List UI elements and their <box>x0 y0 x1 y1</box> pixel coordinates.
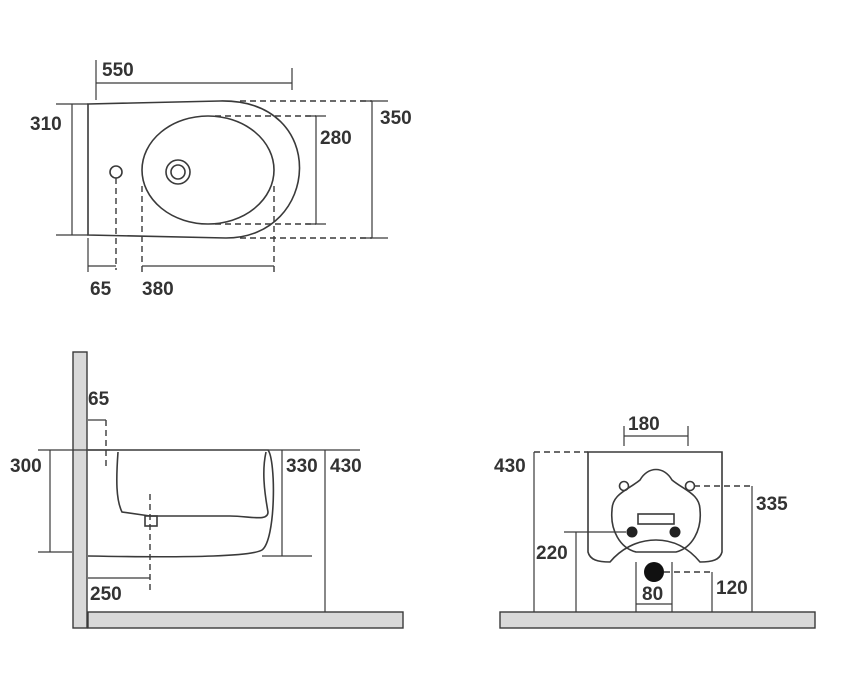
dim-rim-to-base-label: 300 <box>10 456 42 477</box>
bidet-side-outline <box>87 449 275 558</box>
dim-length-label: 550 <box>102 60 134 81</box>
dim-tap-offset-label: 65 <box>90 279 112 300</box>
dim-waste-offset-label: 250 <box>90 584 122 605</box>
fixing-slot <box>637 513 675 525</box>
bowl-outline <box>141 115 275 225</box>
dim-inlet-height-label: 220 <box>536 543 568 564</box>
dim-bowl-length-label: 380 <box>142 279 174 300</box>
waste-outlet-icon <box>644 562 664 582</box>
dim-fixing-height-label: 335 <box>756 494 788 515</box>
drain-icon <box>165 159 191 185</box>
dim-bowl-height-label: 330 <box>286 456 318 477</box>
bidet-rear-outline <box>587 451 723 563</box>
dim-waste-height-label: 120 <box>716 578 748 599</box>
floor-side <box>87 611 404 629</box>
inlet-right-icon <box>669 526 681 538</box>
dim-total-height-label: 430 <box>330 456 362 477</box>
wall <box>72 351 88 629</box>
dim-depth-left-label: 310 <box>30 114 62 135</box>
floor-rear <box>499 611 816 629</box>
dim-side-tap-label: 65 <box>88 389 110 410</box>
dim-bowl-width-label: 280 <box>320 128 352 149</box>
side-view: 65 300 330 430 250 <box>10 351 404 629</box>
dim-floor-to-rim-label: 430 <box>494 456 526 477</box>
fixing-hole-left-icon <box>618 480 630 492</box>
drain-side-icon <box>144 515 158 527</box>
bidet-top-outline <box>87 100 301 239</box>
rear-view: 180 430 335 220 120 80 <box>494 414 816 629</box>
dim-fixing-spacing-label: 180 <box>628 414 660 435</box>
dim-waste-width-label: 80 <box>642 584 663 605</box>
inlet-left-icon <box>626 526 638 538</box>
tap-hole-icon <box>109 165 123 179</box>
dim-depth-total-label: 350 <box>380 108 412 129</box>
top-view: 550 310 350 280 65 380 <box>30 60 412 300</box>
bowl-inner-side <box>116 451 269 519</box>
fixing-hole-right-icon <box>684 480 696 492</box>
drain-inner-icon <box>170 164 186 180</box>
fixing-plate <box>611 468 701 553</box>
